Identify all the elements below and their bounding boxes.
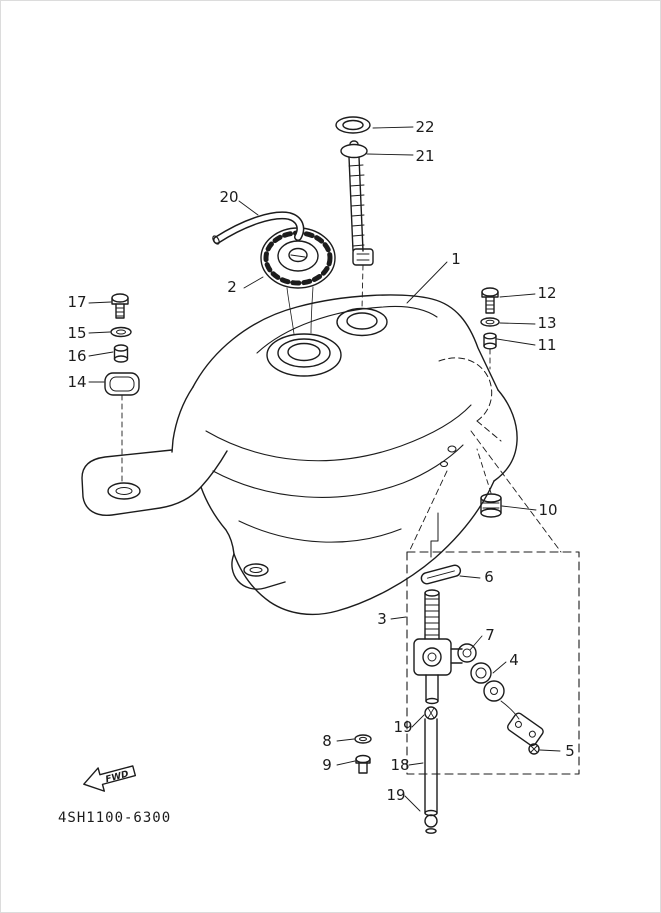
leader-lines bbox=[88, 126, 561, 812]
breather-hose bbox=[212, 211, 305, 245]
callout-11: 11 bbox=[537, 336, 556, 354]
callout-21: 21 bbox=[415, 147, 434, 165]
cover-plate bbox=[507, 712, 544, 747]
washer-8 bbox=[354, 734, 372, 744]
screw-9 bbox=[355, 754, 371, 774]
fuel-tank-body bbox=[81, 294, 562, 616]
callout-19-bottom: 19 bbox=[386, 786, 405, 804]
callout-15: 15 bbox=[67, 324, 86, 342]
grommet-14 bbox=[104, 372, 140, 483]
callout-12: 12 bbox=[537, 284, 556, 302]
callout-9: 9 bbox=[322, 756, 332, 774]
collar-16 bbox=[113, 344, 129, 363]
callout-16: 16 bbox=[67, 347, 86, 365]
collar-11 bbox=[483, 332, 497, 370]
bolt-17 bbox=[111, 293, 129, 319]
callout-18: 18 bbox=[390, 756, 409, 774]
screw-5 bbox=[528, 743, 540, 755]
callout-17: 17 bbox=[67, 293, 86, 311]
clamp-19-bottom bbox=[424, 814, 438, 828]
fuel-gauge-sender-21 bbox=[340, 140, 374, 310]
washer-13 bbox=[480, 317, 500, 327]
callout-22: 22 bbox=[415, 118, 434, 136]
clamp-19-top bbox=[424, 706, 438, 720]
fuel-cock-lever-6 bbox=[420, 564, 462, 585]
petcock-assembly-box bbox=[406, 551, 580, 775]
part-code: 4SH1100-6300 bbox=[58, 810, 171, 826]
callout-5: 5 bbox=[565, 742, 575, 760]
callout-3: 3 bbox=[377, 610, 387, 628]
fwd-arrow-icon: FWD bbox=[83, 765, 137, 792]
fuel-cock-body bbox=[413, 589, 463, 705]
sender-cap-ring-22 bbox=[335, 116, 371, 134]
callout-7: 7 bbox=[485, 626, 495, 644]
fwd-label: FWD bbox=[105, 769, 131, 785]
gasket-set-4 bbox=[470, 662, 520, 720]
callout-10: 10 bbox=[538, 501, 557, 519]
fuel-hose-18 bbox=[424, 706, 438, 834]
callout-6: 6 bbox=[484, 568, 494, 586]
filler-neck bbox=[266, 286, 342, 377]
callout-20: 20 bbox=[219, 188, 238, 206]
callout-4: 4 bbox=[509, 651, 519, 669]
callout-numbers: 22 21 20 1 2 12 17 13 15 11 16 14 10 6 3… bbox=[67, 118, 574, 804]
callout-2: 2 bbox=[227, 278, 237, 296]
damper-10 bbox=[476, 448, 502, 518]
callout-19-top: 19 bbox=[393, 718, 412, 736]
callout-1: 1 bbox=[451, 250, 461, 268]
seal-7 bbox=[457, 643, 477, 663]
bolt-12 bbox=[481, 287, 499, 314]
callout-14: 14 bbox=[67, 373, 86, 391]
sender-mount-ring bbox=[336, 307, 388, 337]
callout-13: 13 bbox=[537, 314, 556, 332]
washer-15 bbox=[110, 326, 132, 338]
callout-8: 8 bbox=[322, 732, 332, 750]
